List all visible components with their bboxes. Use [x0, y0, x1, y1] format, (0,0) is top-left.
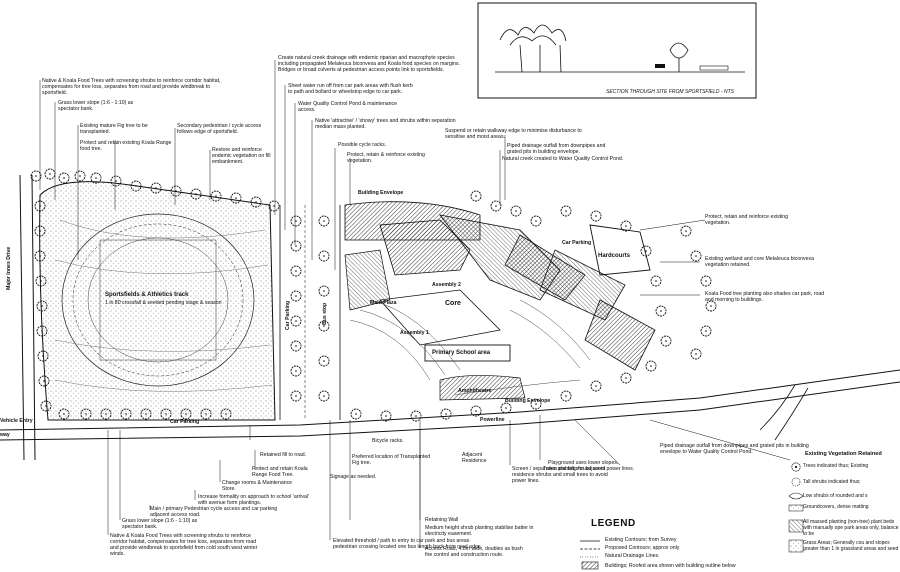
major-road: [19, 174, 36, 461]
label-bus-stop: Bus stop: [322, 302, 328, 325]
note-native-food-top: Native & Koala Food Trees with screening…: [42, 78, 221, 96]
legend-proposed-contours: Proposed Contours; approx only: [605, 545, 680, 551]
label-main-plaza: Main Plaza: [370, 300, 397, 306]
legend-title: LEGEND: [591, 518, 636, 529]
note-fig-location: Preferred location of Transplanted Fig t…: [352, 454, 431, 466]
note-buffer: Medium height shrub planting stabilise b…: [425, 525, 534, 537]
leader-lines: [39, 60, 791, 548]
inset-caption: SECTION THROUGH SITE FROM SPORTSFIELD - …: [606, 89, 734, 95]
label-entry-way: way: [0, 432, 10, 438]
note-natural-creek: Natural creek created to Water Quality C…: [502, 156, 624, 162]
note-protect-top: Protect, retain & reinforce existing veg…: [347, 152, 425, 164]
note-bicycle-racks: Bicycle racks.: [372, 438, 404, 444]
label-car-parking-mid: Car Parking: [285, 300, 291, 330]
veg-legend-heading: Existing Vegetation Retained: [805, 451, 882, 457]
note-grass-lower-bottom: Grass lower slope (1:6 - 1:10) as specta…: [122, 518, 198, 530]
label-amphitheatre: Amphitheatre: [458, 388, 492, 394]
access-road: [0, 369, 900, 441]
vegetation-legend: Existing Vegetation Retained Trees indic…: [787, 445, 900, 572]
veg-legend-tall-shrubs: Tall shrubs indicated thus;: [803, 479, 861, 485]
note-koala-shade: Koala Food tree planting also shades car…: [705, 291, 825, 303]
label-sportsfields-sub: 1 in 80 crossfall & seeded pending stage…: [105, 300, 222, 306]
note-grass-lower-top: Grass lower slope (1:6 - 1:10) as specta…: [58, 100, 134, 112]
veg-legend-groundcovers: Groundcovers, dense matting: [803, 504, 869, 510]
legend: LEGEND Existing Contours; from Survey Pr…: [575, 515, 900, 572]
note-change-rooms: Change rooms & Maintenance Store.: [222, 480, 293, 492]
label-building-envelope: Building Envelope: [358, 190, 404, 196]
note-piped-bottom: Piped drainage outfall from downpipes an…: [660, 443, 809, 455]
label-car-parking-bottom: Car Parking: [170, 419, 200, 425]
note-main-ped: Main / primary Pedestrian cycle access a…: [150, 506, 278, 518]
label-road-name: Major Innes Drive: [6, 246, 12, 290]
note-attractive-trees: Native 'attractive' / 'showy' trees and …: [315, 118, 456, 130]
note-koala-bottom: Protect and retain Koala Range Food Tree…: [252, 466, 308, 478]
veg-legend-grass: Grass Areas; Generally cou and slopes gr…: [803, 540, 899, 552]
note-secondary-ped: Secondary pedestrian / cycle access foll…: [177, 123, 262, 135]
note-playground: Playground uses lower slopes.: [548, 460, 619, 466]
note-koala-range: Protect and retain existing Koala Range …: [80, 140, 172, 152]
note-formality: Increase formality on approach to school…: [198, 494, 309, 506]
veg-legend-trees: Trees indicated thus; Existing: [803, 463, 869, 469]
note-cycle-racks-top: Possible cycle racks.: [338, 142, 387, 148]
label-assembly-1: Assembly 1: [400, 330, 429, 336]
label-car-parking-right: Car Parking: [562, 240, 592, 246]
note-fig-tree: Existing mature Fig tree to be transplan…: [80, 123, 148, 135]
note-elevated-threshold: Elevated threshold / path to entry to ca…: [333, 538, 483, 550]
label-primary-school: Primary School area: [432, 350, 491, 356]
note-creek-drainage: Create natural creek drainage with endem…: [278, 55, 460, 73]
note-water-pond: Water Quality Control Pond & maintenance…: [298, 101, 397, 113]
note-low-shrubs: Trees and tall shrubs avoid power lines.: [543, 466, 635, 472]
note-signage: Signage as needed.: [330, 474, 377, 480]
veg-legend-massed: All massed planting (non-tree) plant bed…: [803, 519, 899, 537]
label-vehicle-entry: Vehicle Entry: [0, 418, 33, 424]
legend-existing-contours: Existing Contours; from Survey: [605, 537, 677, 543]
label-sportsfields: Sportsfields & Athletics track: [105, 292, 189, 298]
label-powerline: Powerline: [480, 417, 505, 423]
note-screen-planting: Screen / separation planting for adjacen…: [512, 466, 608, 484]
note-retained-fill: Retained fill to road.: [260, 452, 307, 458]
note-retaining-wall: Retaining Wall: [425, 517, 459, 523]
label-core: Core: [445, 300, 461, 307]
note-restore-veg: Restore and reinforce endemic vegetation…: [212, 147, 271, 165]
note-sheet-water: Sheet water run off from car park areas …: [288, 83, 413, 95]
school-buildings: [279, 201, 656, 420]
veg-legend-low-shrubs: Low shrubs of rounded and s: [803, 493, 868, 499]
note-piped-drainage-top: Piped drainage outfall from downpipes an…: [507, 143, 606, 155]
label-adjacent-residence: Adjacent Residence: [462, 452, 487, 464]
label-building-envelope-2: Building Envelope: [505, 398, 551, 404]
note-native-food-bottom: Native & Koala Food Trees with screening…: [110, 533, 258, 557]
label-assembly-2: Assembly 2: [432, 282, 461, 288]
legend-symbols: [580, 462, 804, 570]
legend-buildings: Buildings; Roofed area shown with buildi…: [605, 563, 736, 569]
label-hardcourts: Hardcourts: [598, 253, 631, 259]
sportsfield: [39, 181, 276, 421]
note-access-road: Access Road, 4.0m wide, doubles as bush …: [425, 546, 523, 558]
legend-natural-drainage: Natural Drainage Lines.: [605, 553, 660, 559]
note-protect-right: Protect, retain and reinforce existing v…: [705, 214, 789, 226]
note-wetland: Existing wetland and core Melaleuca bico…: [705, 256, 815, 268]
section-inset: [477, 2, 757, 99]
note-walkway-edge: Suspend or retain walkway edge to minimi…: [445, 128, 582, 140]
